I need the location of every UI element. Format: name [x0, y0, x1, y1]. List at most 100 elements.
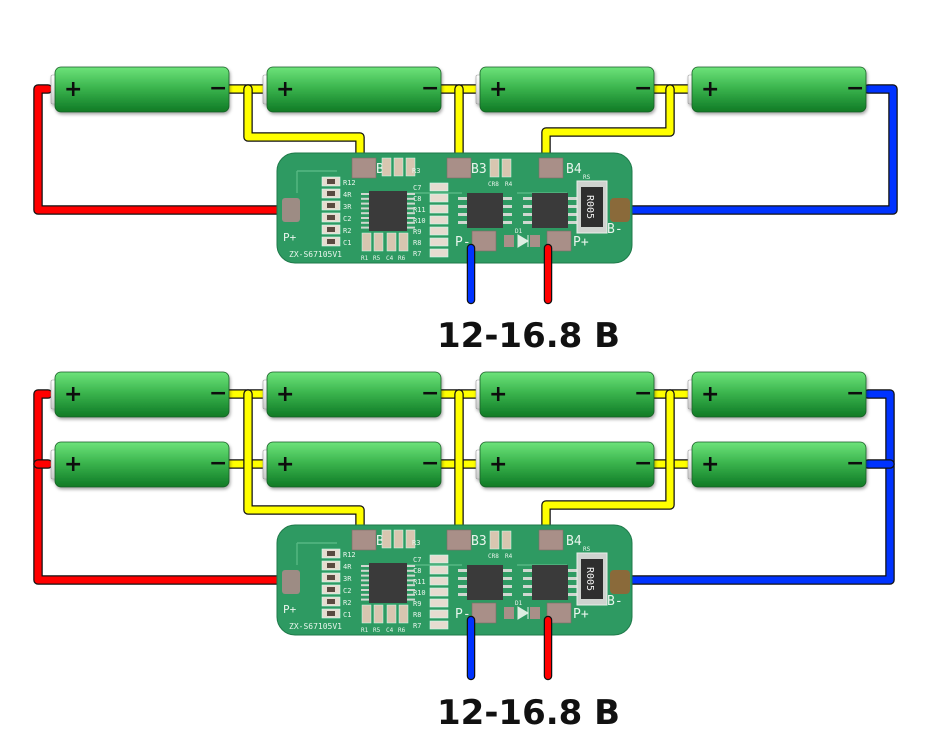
mosfet-pin: [503, 221, 512, 224]
label-c7: C7: [413, 556, 421, 564]
battery-minus-label: −: [421, 381, 439, 406]
smd-component: [386, 604, 397, 624]
mosfet-body: [532, 565, 568, 600]
mosfet-pin: [458, 585, 467, 588]
label-cr8: CR8: [488, 181, 499, 188]
label-p-plus: P+: [573, 235, 589, 250]
label-r1: R1: [361, 255, 369, 262]
ic-pin: [407, 574, 415, 577]
b3-pad: [446, 157, 472, 179]
label-r2: R2: [343, 599, 351, 607]
label-b3: B3: [471, 162, 487, 177]
label-b3: B3: [471, 534, 487, 549]
ic-pin: [361, 217, 369, 219]
smd-resistor: [429, 576, 449, 586]
mosfet-body: [532, 193, 568, 228]
smd-resistor-mark: [327, 575, 335, 580]
battery-plus-label: +: [276, 452, 294, 477]
b-minus-solder-pad: [610, 570, 630, 594]
mosfet-1: [458, 565, 512, 600]
label-b-plus: P+: [283, 231, 297, 244]
smd-resistor: [429, 215, 449, 225]
smd-resistor: [429, 598, 449, 608]
mosfet-pin: [568, 205, 577, 208]
label-r6: R6: [398, 255, 406, 262]
ic-pin: [407, 589, 415, 591]
smd-resistor: [429, 182, 449, 192]
battery-minus-label: −: [209, 76, 227, 101]
label-c4: C4: [386, 255, 394, 262]
label-p-plus: P+: [573, 607, 589, 622]
battery-bottom-row2-1: +−: [50, 441, 230, 488]
ic-pin: [407, 221, 415, 224]
ic-pin: [407, 226, 415, 229]
smd-component: [405, 157, 416, 177]
battery-plus-label: +: [64, 382, 82, 407]
mosfet-pin: [503, 585, 512, 588]
smd-resistor-mark: [327, 239, 335, 244]
smd-resistor-mark: [327, 563, 335, 568]
mosfet-pin: [458, 197, 467, 200]
battery-top-1: +−: [50, 66, 230, 113]
wire-balance-b4-bottom: [541, 389, 675, 545]
shunt-label: R005: [584, 567, 595, 591]
label-c2: C2: [343, 587, 351, 595]
mosfet-pin: [458, 577, 467, 580]
battery-plus-label: +: [276, 382, 294, 407]
battery-minus-label: −: [634, 381, 652, 406]
smd-resistor-mark: [327, 179, 335, 184]
battery-minus-label: −: [209, 451, 227, 476]
ic-pin: [407, 193, 415, 195]
mosfet-pin: [458, 593, 467, 596]
label-b-minus: B-: [607, 222, 623, 237]
ic-pin: [407, 584, 415, 587]
ic-pin: [407, 598, 415, 601]
battery-plus-label: +: [489, 452, 507, 477]
ic-pin: [407, 207, 415, 210]
smd-component: [373, 604, 384, 624]
label-r9: R9: [413, 600, 421, 608]
b4-pad: [538, 157, 564, 179]
ic-pin: [407, 593, 415, 596]
ic-pin: [361, 221, 369, 224]
diode-pad: [504, 235, 514, 247]
smd-resistor-mark: [327, 227, 335, 232]
battery-minus-label: −: [634, 451, 652, 476]
mosfet-pin: [458, 221, 467, 224]
smd-resistor-mark: [327, 587, 335, 592]
label-c2: C2: [343, 215, 351, 223]
label-r1: R1: [361, 627, 369, 634]
shunt-label: R005: [584, 195, 595, 219]
battery-body: [691, 441, 867, 488]
smd-resistor: [429, 609, 449, 619]
mosfet-pin: [523, 577, 532, 580]
smd-resistor: [429, 226, 449, 236]
smd-component: [398, 232, 409, 252]
ic-body: [369, 191, 407, 231]
smd-component: [489, 530, 500, 550]
mosfet-pin: [568, 593, 577, 596]
label-r8: R8: [413, 611, 421, 619]
mosfet-pin: [523, 569, 532, 572]
label-r4: R4: [505, 181, 513, 188]
label-c1: C1: [343, 239, 351, 247]
label-3r: 3R: [343, 203, 352, 211]
label-r5: R5: [373, 255, 381, 262]
label-4r: 4R: [343, 191, 352, 199]
ic-pin: [361, 574, 369, 577]
mosfet-pin: [568, 569, 577, 572]
smd-resistor-mark: [327, 215, 335, 220]
pcb-traces: [296, 542, 597, 596]
smd-component: [398, 604, 409, 624]
wire-balance-b4-top: [541, 84, 675, 169]
label-c8: C8: [413, 567, 421, 575]
ic-pin: [407, 579, 415, 582]
protection-ic: [361, 563, 415, 603]
mosfet-pin: [458, 213, 467, 216]
mosfet-pin: [568, 577, 577, 580]
mosfet-pin: [503, 569, 512, 572]
battery-body: [54, 441, 230, 488]
battery-body: [479, 371, 655, 418]
smd-component: [393, 157, 404, 177]
